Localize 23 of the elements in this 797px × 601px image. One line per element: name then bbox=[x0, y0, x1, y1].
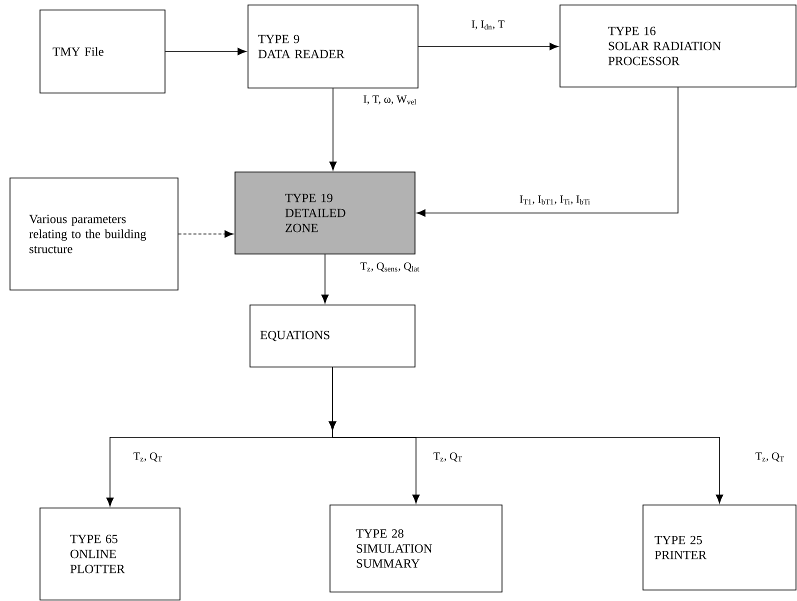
edge-label: T$_{z}$, Q$_{T}$ bbox=[754, 451, 786, 463]
arrow bbox=[329, 88, 337, 170]
edge-label: I$_{T1}$, I$_{bT1}$, I$_{Ti}$, I$_{bTi}$ bbox=[518, 194, 592, 206]
arrow bbox=[165, 48, 246, 56]
edge-label: T$_{z}$, Q$_{T}$ bbox=[432, 451, 464, 463]
process-box: EQUATIONS bbox=[250, 304, 416, 368]
process-box: TYPE 28 SIMULATION SUMMARY bbox=[330, 504, 502, 592]
process-box: TYPE 9 DATA READER bbox=[248, 4, 418, 88]
arrow bbox=[321, 254, 329, 304]
edge-label: T$_{z}$, Q$_{sens}$, Q$_{lat}$ bbox=[359, 261, 421, 273]
arrow bbox=[418, 42, 558, 50]
process-box: TMY File bbox=[40, 10, 166, 94]
arrow bbox=[416, 87, 678, 217]
process-box: TYPE 65 ONLINE PLOTTER bbox=[40, 508, 180, 600]
process-box: TYPE 25 PRINTER bbox=[642, 504, 796, 590]
edge-label: I, I$_{dn}$, T bbox=[470, 20, 506, 30]
process-box: TYPE 19 DETAILED ZONE bbox=[234, 172, 416, 254]
input-box: Various parameters relating to the building structure bbox=[10, 178, 178, 290]
arrow bbox=[328, 367, 724, 504]
edge-label: T$_{z}$, Q$_{T}$ bbox=[132, 451, 164, 463]
edge-label: I, T, ω, W$_{vel}$ bbox=[362, 94, 418, 106]
dotted-arrow bbox=[178, 230, 234, 238]
process-box: TYPE 16 SOLAR RADIATION PROCESSOR bbox=[560, 4, 796, 88]
